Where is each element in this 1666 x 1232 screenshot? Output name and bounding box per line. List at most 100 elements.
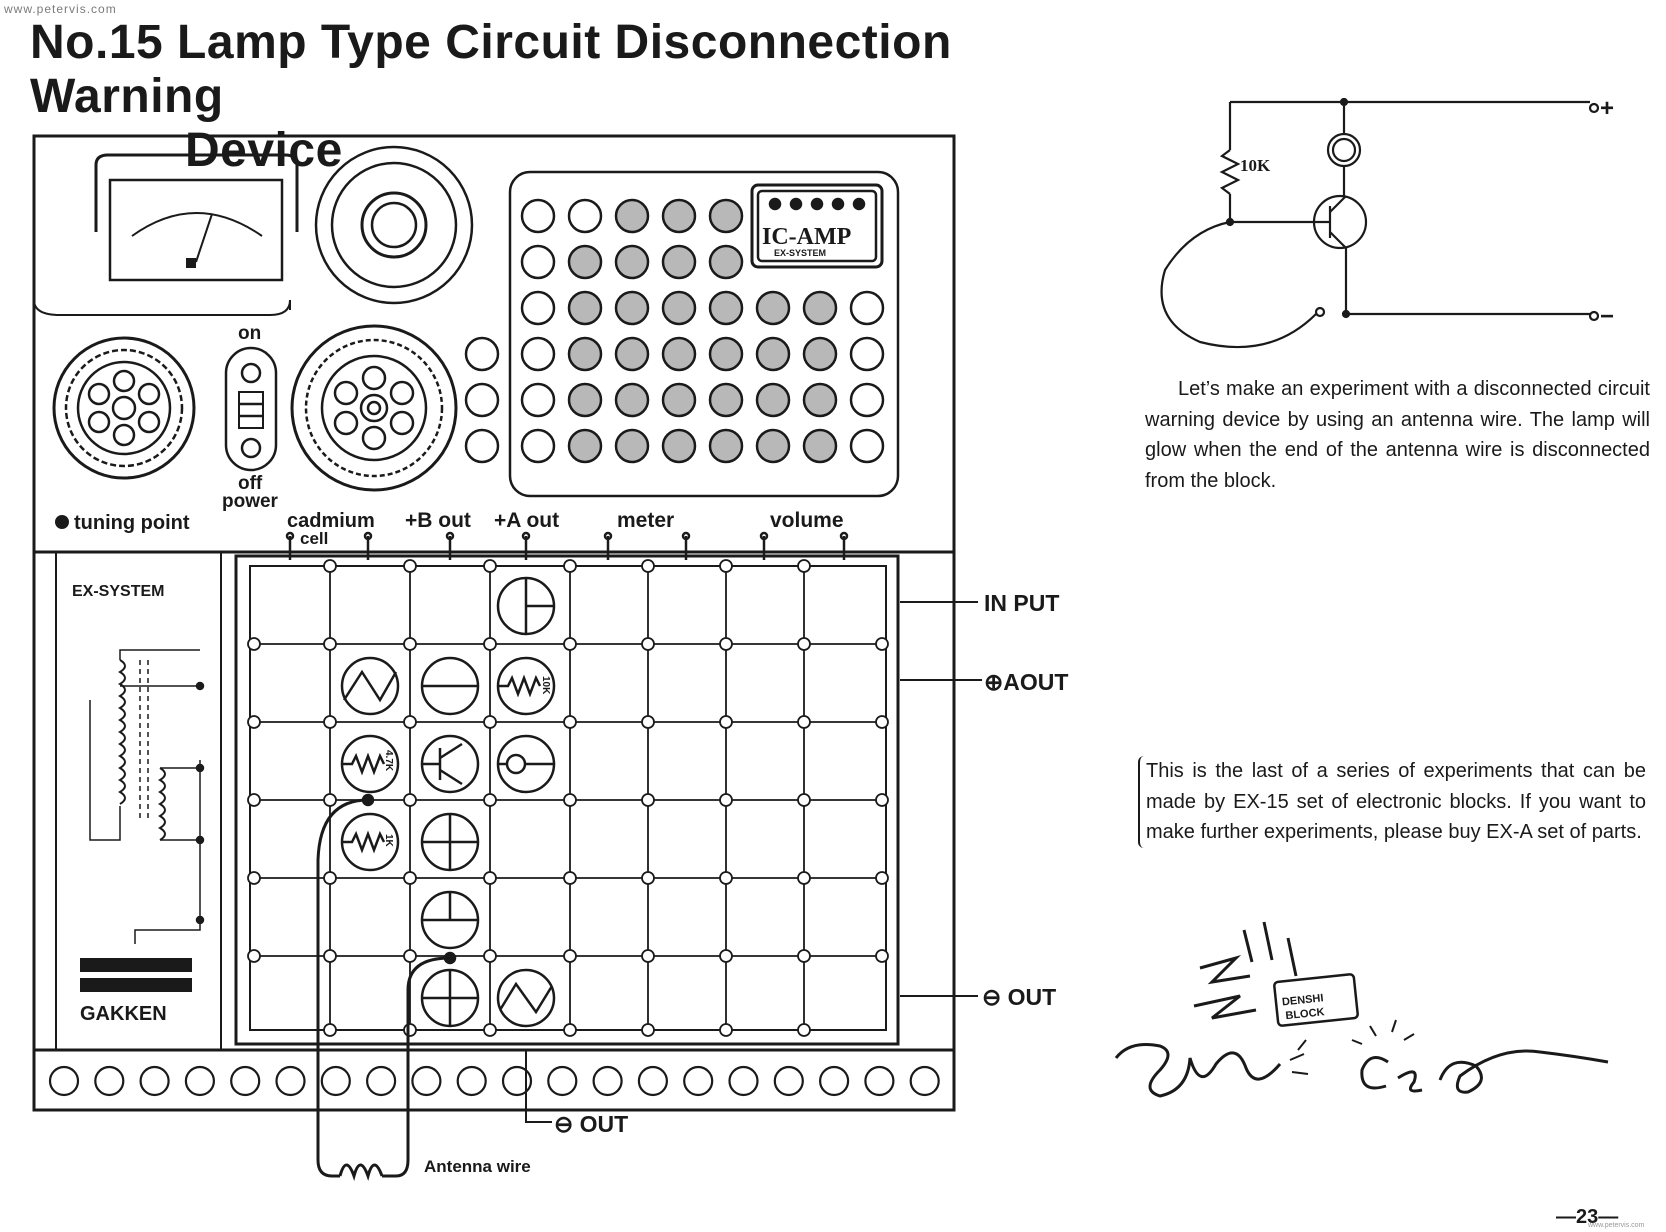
grid-node <box>323 559 337 573</box>
label-block-1k: 1K <box>383 834 394 848</box>
grid-node <box>719 793 733 807</box>
grid-node <box>483 949 497 963</box>
block-straight <box>420 656 480 716</box>
cartoon-label-2: BLOCK <box>1285 1006 1325 1022</box>
grid-node <box>323 949 337 963</box>
grid-node <box>247 793 261 807</box>
block-cross-1 <box>420 812 480 872</box>
bottom-hole <box>320 1065 351 1097</box>
terminal-hole <box>661 382 697 418</box>
grid-node <box>483 715 497 729</box>
grid-node <box>483 871 497 885</box>
terminal-hole <box>567 198 603 234</box>
terminal-hole <box>802 290 838 326</box>
label-b-out: +B out <box>405 509 471 532</box>
label-plus-aout: ⊕AOUT <box>984 669 1068 695</box>
grid-node <box>323 715 337 729</box>
antenna-wire[interactable] <box>316 793 457 1181</box>
terminal-hole <box>755 382 791 418</box>
coil-module <box>55 551 222 1051</box>
paragraph-intro: Let’s make an experiment with a disconne… <box>1145 378 1650 492</box>
block-resistor-4-7k <box>340 734 400 794</box>
bottom-hole <box>864 1065 895 1097</box>
schematic-plus: + <box>1600 95 1614 122</box>
circuit-schematic <box>1160 97 1600 349</box>
terminal-hole <box>802 428 838 464</box>
terminal-hole <box>520 428 556 464</box>
grid-node <box>247 949 261 963</box>
label-tuning-point: tuning point <box>74 512 190 534</box>
grid-node <box>323 637 337 651</box>
grid-node <box>875 949 889 963</box>
label-ic-amp-sub: EX-SYSTEM <box>774 248 826 258</box>
grid-node <box>403 793 417 807</box>
terminal-hole <box>661 336 697 372</box>
terminal-hole <box>520 290 556 326</box>
grid-node <box>797 559 811 573</box>
terminal-hole <box>708 198 744 234</box>
block-cross-2 <box>420 968 480 1028</box>
terminal-hole <box>849 428 885 464</box>
grid-node <box>719 949 733 963</box>
terminal-hole <box>708 382 744 418</box>
bottom-hole <box>366 1065 397 1097</box>
grid-node <box>563 559 577 573</box>
footer-watermark: www.petervis.com <box>1588 1222 1645 1229</box>
terminal-hole <box>567 382 603 418</box>
top-terminals <box>285 531 849 560</box>
terminal-hole <box>708 290 744 326</box>
power-switch[interactable] <box>224 346 278 472</box>
schematic-minus: − <box>1600 303 1614 330</box>
grid-node <box>641 871 655 885</box>
label-block-4-7k: 4.7K <box>383 750 394 772</box>
grid-node <box>641 1023 655 1037</box>
bottom-hole <box>411 1065 442 1097</box>
bottom-hole <box>818 1065 850 1097</box>
terminal-hole <box>755 336 791 372</box>
grid-node <box>875 871 889 885</box>
terminal-hole <box>520 244 556 280</box>
terminal-hole <box>708 336 744 372</box>
block-resistor-10k <box>496 656 556 716</box>
grid-node <box>563 949 577 963</box>
grid-node <box>483 1023 497 1037</box>
bottom-hole <box>184 1065 215 1097</box>
bottom-hole <box>637 1065 669 1097</box>
terminal-hole <box>755 428 791 464</box>
label-off: off <box>238 473 263 494</box>
bottom-hole <box>592 1065 623 1097</box>
terminal-hole <box>614 336 650 372</box>
terminal-hole <box>567 244 603 280</box>
label-a-out: +A out <box>494 509 559 532</box>
label-ex-system: EX-SYSTEM <box>72 583 164 600</box>
label-power: power <box>222 491 279 512</box>
grid-node <box>875 715 889 729</box>
block-transistor <box>420 734 480 794</box>
tuning-dial-icon <box>52 336 196 480</box>
terminal-hole <box>614 198 650 234</box>
label-ic-amp: IC-AMP <box>762 224 851 250</box>
terminal-hole <box>849 382 885 418</box>
label-block-10k: 10K <box>540 676 551 695</box>
terminal-hole <box>464 428 500 464</box>
label-antenna-wire: Antenna wire <box>424 1157 531 1176</box>
bottom-hole <box>139 1065 170 1097</box>
terminal-hole <box>802 382 838 418</box>
grid-node <box>797 871 811 885</box>
grid-node <box>403 949 417 963</box>
terminal-hole <box>567 290 603 326</box>
kit-panel <box>32 134 982 1181</box>
grid-node <box>563 715 577 729</box>
label-minus-out-bottom: ⊖ OUT <box>554 1111 628 1137</box>
grid-node <box>641 715 655 729</box>
page-number: —23— <box>1556 1206 1619 1228</box>
grid-node <box>797 949 811 963</box>
bottom-hole <box>501 1065 533 1097</box>
grid-node <box>641 559 655 573</box>
grid-node <box>719 715 733 729</box>
watermark: www.petervis.com <box>4 2 117 16</box>
block-lamp <box>496 576 556 636</box>
label-cell: cell <box>300 529 328 548</box>
terminal-hole <box>614 382 650 418</box>
